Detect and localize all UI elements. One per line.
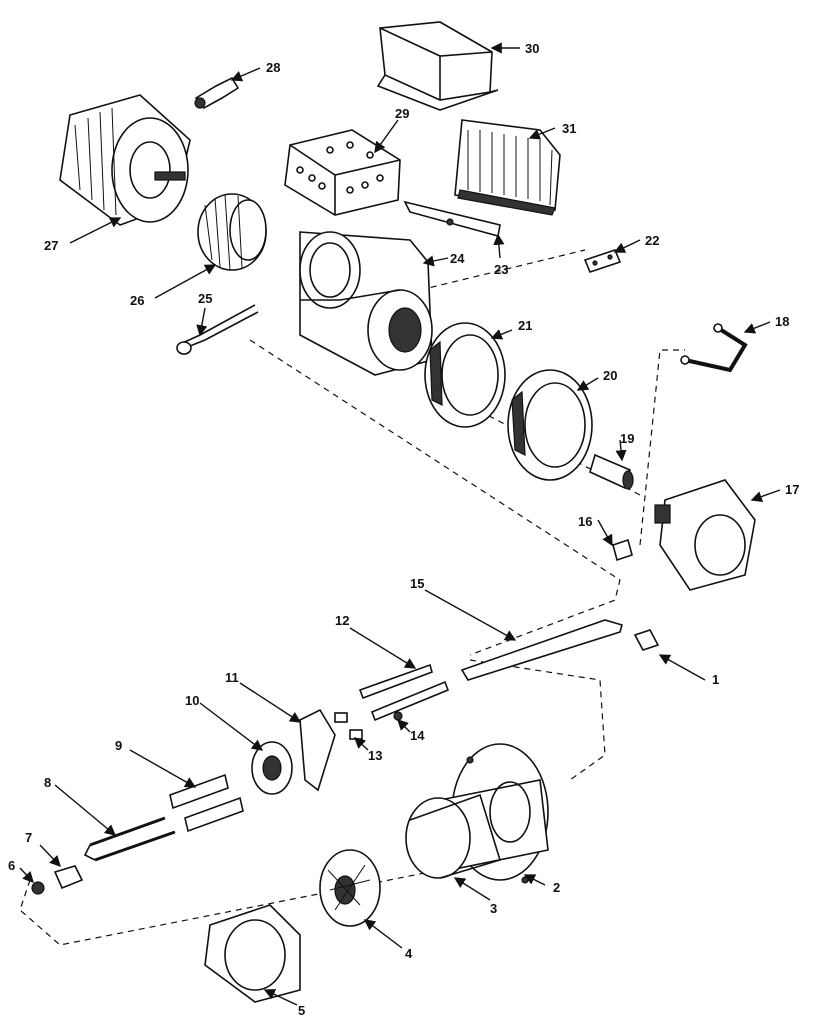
callout-4: 4: [405, 946, 413, 961]
part-3-blast-tube: [405, 793, 502, 879]
part-6-nut: [31, 881, 45, 895]
callout-29: 29: [395, 106, 409, 121]
part-13-bushings: [334, 712, 363, 740]
callout-labels: 30 31 28 29 22 27 24 23 26 25 21 18 20 1…: [8, 41, 799, 1018]
callout-18: 18: [775, 314, 789, 329]
part-23-bracket: [403, 200, 501, 238]
part-17-pump: [654, 479, 756, 591]
part-27-motor: [59, 94, 191, 226]
part-7-nozzle: [53, 865, 84, 890]
callout-leaders: [19, 42, 781, 1006]
callout-28: 28: [266, 60, 280, 75]
callout-1: 1: [712, 672, 719, 687]
part-31-transformer: [454, 119, 561, 216]
callout-23: 23: [494, 262, 508, 277]
part-29-terminal-box: [284, 129, 401, 216]
part-30-cover: [376, 21, 499, 111]
part-24-housing: [299, 231, 433, 376]
callout-2: 2: [553, 880, 560, 895]
callout-22: 22: [645, 233, 659, 248]
callout-26: 26: [130, 293, 144, 308]
part-25-wire: [176, 304, 259, 355]
callout-14: 14: [410, 728, 425, 743]
callout-11: 11: [225, 670, 239, 685]
assembly-guide-lines: [19, 249, 685, 946]
part-18-tube: [680, 323, 748, 373]
callout-27: 27: [44, 238, 58, 253]
callout-7: 7: [25, 830, 32, 845]
part-21-band: [424, 322, 506, 428]
callout-3: 3: [490, 901, 497, 916]
part-26-blower-wheel: [197, 193, 267, 271]
part-16-fitting: [612, 538, 633, 562]
callout-10: 10: [185, 693, 199, 708]
callout-30: 30: [525, 41, 539, 56]
callout-24: 24: [450, 251, 465, 266]
part-4-retention-ring: [319, 849, 381, 927]
part-22-plate: [583, 249, 622, 273]
callout-31: 31: [562, 121, 576, 136]
part-15-tube: [460, 619, 623, 681]
callout-19: 19: [620, 431, 634, 446]
callout-9: 9: [115, 738, 122, 753]
callout-13: 13: [368, 748, 382, 763]
callout-12: 12: [335, 613, 349, 628]
part-5-gasket: [204, 904, 301, 1003]
part-1-plug: [633, 629, 660, 651]
part-14-clamp: [393, 711, 403, 721]
part-12-electrodes: [358, 663, 450, 722]
callout-5: 5: [298, 1003, 305, 1018]
part-20-band: [507, 369, 593, 481]
callout-20: 20: [603, 368, 617, 383]
part-19-adapter: [589, 453, 634, 490]
callout-15: 15: [410, 576, 424, 591]
callout-16: 16: [578, 514, 592, 529]
part-8-electrode: [83, 816, 176, 862]
callout-25: 25: [198, 291, 212, 306]
part-9-insulators: [169, 773, 244, 833]
part-28-plug: [194, 76, 240, 110]
callout-21: 21: [518, 318, 532, 333]
callout-17: 17: [785, 482, 799, 497]
part-11-bracket: [299, 708, 336, 792]
part-10-turbulator: [251, 741, 293, 795]
callout-8: 8: [44, 775, 51, 790]
callout-6: 6: [8, 858, 15, 873]
